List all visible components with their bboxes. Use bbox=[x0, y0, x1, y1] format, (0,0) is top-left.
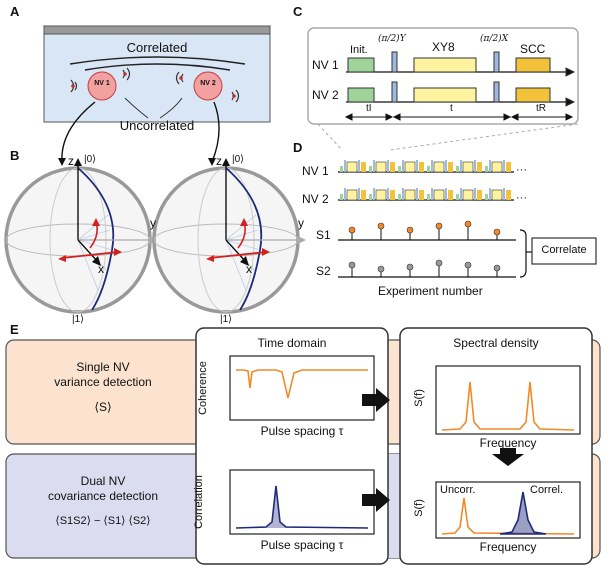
sf-ylabel-1: S(f) bbox=[412, 389, 425, 407]
bloch2-ket1: |1⟩ bbox=[220, 314, 233, 325]
nv2-label: NV 2 bbox=[200, 80, 216, 87]
uncorrelated-label: Uncorrelated bbox=[119, 118, 195, 133]
single-nv-title2: variance detection bbox=[54, 375, 152, 389]
pi2x-label: (π/2)X bbox=[480, 34, 509, 44]
c-row-nv2: NV 2 bbox=[312, 88, 339, 102]
bloch-sphere-1 bbox=[4, 158, 158, 314]
repeated-sequence-nv1 bbox=[338, 160, 514, 173]
dual-nv-title1: Dual NV bbox=[80, 474, 126, 488]
pulse-sequence bbox=[346, 51, 576, 107]
bloch2-z: z bbox=[216, 154, 222, 168]
dual-nv-expr: ⟨S1S2⟩ − ⟨S1⟩ ⟨S2⟩ bbox=[55, 515, 151, 527]
bloch2-x: x bbox=[246, 262, 252, 276]
panel-letter-b: B bbox=[10, 148, 20, 163]
single-nv-title1: Single NV bbox=[76, 360, 130, 374]
bloch2-ket0: |0⟩ bbox=[232, 154, 245, 165]
panel-letter-a: A bbox=[10, 4, 20, 19]
s2-label: S2 bbox=[316, 264, 331, 278]
frequency-label-2: Frequency bbox=[479, 540, 537, 554]
time-domain-title: Time domain bbox=[257, 336, 327, 350]
s1-label: S1 bbox=[316, 228, 331, 242]
repeated-sequence-nv2 bbox=[338, 188, 514, 201]
bloch1-ket1: |1⟩ bbox=[72, 314, 85, 325]
bloch1-x: x bbox=[98, 262, 104, 276]
single-nv-expr: ⟨S⟩ bbox=[94, 400, 112, 414]
sf-ylabel-2: S(f) bbox=[412, 499, 425, 517]
uncorr-label: Uncorr. bbox=[440, 484, 476, 496]
pi2y-label: (π/2)Y bbox=[378, 34, 406, 44]
coherence-trace bbox=[236, 369, 368, 399]
bloch2-y: y bbox=[298, 216, 304, 230]
d-row-nv1: NV 1 bbox=[302, 164, 329, 178]
t-i-label: tI bbox=[366, 103, 372, 114]
nv1-dot bbox=[87, 71, 117, 101]
xy8-label: XY8 bbox=[432, 40, 455, 54]
s2-stem-plot bbox=[338, 259, 516, 278]
coherence-ylabel: Coherence bbox=[196, 361, 209, 415]
nv1-label: NV 1 bbox=[94, 80, 110, 87]
bloch-sphere-2 bbox=[152, 158, 306, 314]
scc-label: SCC bbox=[520, 42, 546, 56]
panel-letter-d: D bbox=[293, 140, 303, 155]
t-label: t bbox=[450, 103, 453, 114]
c-row-nv1: NV 1 bbox=[312, 58, 339, 72]
d-ellipsis-1: ··· bbox=[516, 164, 527, 176]
correl-label: Correl. bbox=[530, 484, 564, 496]
d-ellipsis-2: ··· bbox=[516, 192, 527, 204]
spectrum-single bbox=[441, 381, 575, 431]
correlation-ylabel: Correlation bbox=[192, 475, 205, 529]
diamond-slab bbox=[42, 25, 272, 123]
dual-nv-title2: covariance detection bbox=[47, 489, 159, 503]
spectral-density-title: Spectral density bbox=[453, 336, 539, 350]
nv2-dot bbox=[193, 71, 223, 101]
correlated-label: Correlated bbox=[126, 40, 188, 55]
bloch-y: y bbox=[150, 216, 156, 230]
experiment-number-label: Experiment number bbox=[378, 284, 483, 298]
frequency-label-1: Frequency bbox=[479, 436, 537, 450]
t-r-label: tR bbox=[536, 103, 546, 114]
panel-letter-c: C bbox=[293, 4, 303, 19]
pulse-spacing-label-2: Pulse spacing τ bbox=[260, 538, 344, 552]
bloch1-ket0: |0⟩ bbox=[84, 154, 97, 165]
spectrum-dual bbox=[499, 491, 547, 535]
init-label: Init. bbox=[350, 44, 368, 56]
d-row-nv2: NV 2 bbox=[302, 192, 329, 206]
correlation-trace bbox=[235, 485, 369, 529]
pulse-spacing-label-1: Pulse spacing τ bbox=[260, 424, 344, 438]
panel-letter-e: E bbox=[10, 322, 19, 337]
bloch1-z: z bbox=[68, 154, 74, 168]
correlate-button: Correlate bbox=[541, 244, 587, 256]
s1-stem-plot bbox=[338, 220, 516, 241]
